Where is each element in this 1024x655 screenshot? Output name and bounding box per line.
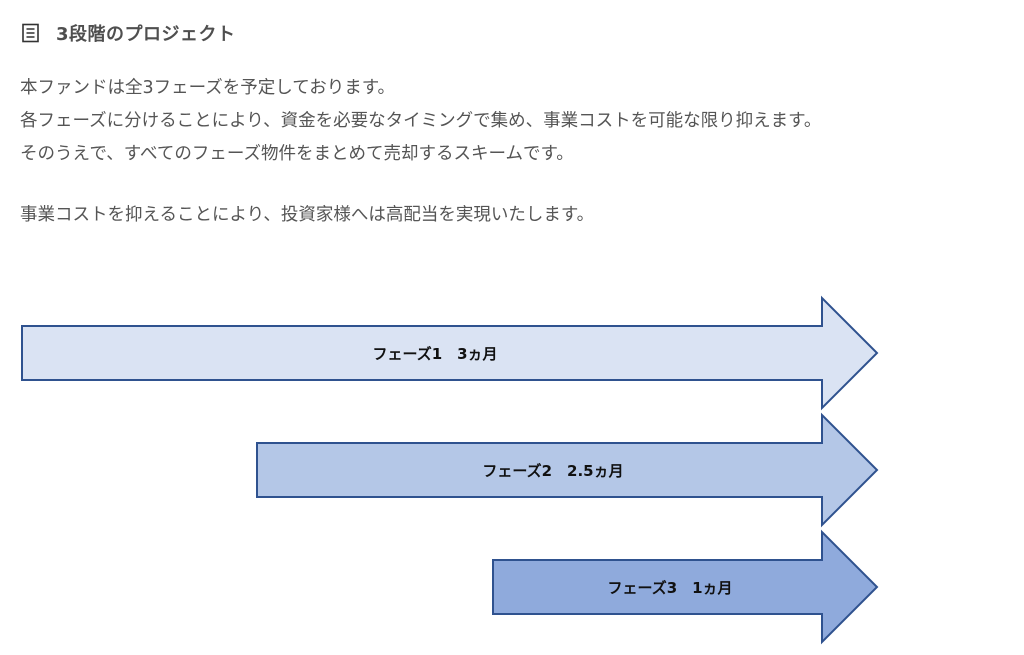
document-list-icon: [20, 22, 42, 44]
section-title: 3段階のプロジェクト: [56, 24, 236, 45]
description-line-1: 本ファンドは全3フェーズを予定しております。: [20, 78, 395, 98]
phase-3-label: フェーズ3 1ヵ月: [607, 579, 732, 597]
description-text: 本ファンドは全3フェーズを予定しております。 各フェーズに分けることにより、資金…: [20, 72, 1010, 232]
phase-1-label: フェーズ1 3ヵ月: [372, 345, 497, 363]
phase-1-arrow-shape: [21, 295, 879, 411]
phase-2-arrow-shape: [256, 412, 879, 528]
phase-2-label: フェーズ2 2.5ヵ月: [482, 462, 623, 480]
section-heading: 3段階のプロジェクト: [20, 18, 236, 48]
description-line-2: 各フェーズに分けることにより、資金を必要なタイミングで集め、事業コストを可能な限…: [20, 111, 822, 131]
phase-3-arrow-shape: [492, 529, 879, 645]
description-line-3: そのうえで、すべてのフェーズ物件をまとめて売却するスキームです。: [20, 144, 574, 164]
phase-2-arrow: フェーズ2 2.5ヵ月: [256, 412, 879, 528]
description-line-4: 事業コストを抑えることにより、投資家様へは高配当を実現いたします。: [20, 205, 595, 225]
phase-3-arrow: フェーズ3 1ヵ月: [492, 529, 879, 645]
phase-1-arrow: フェーズ1 3ヵ月: [21, 295, 879, 411]
